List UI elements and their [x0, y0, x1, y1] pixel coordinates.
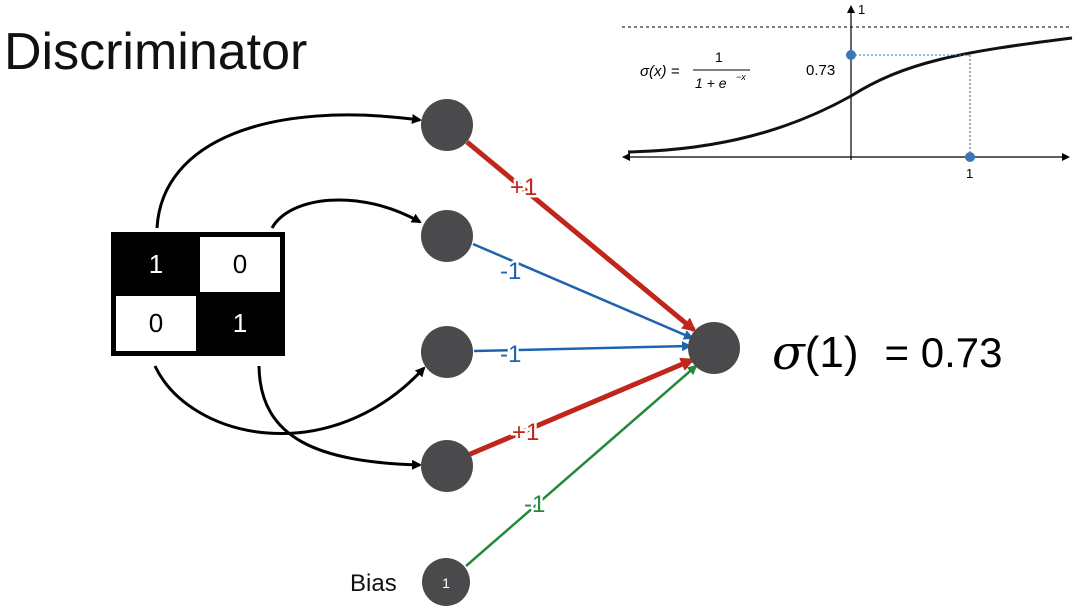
- weight-label-4: +1: [512, 419, 539, 446]
- node-1: [421, 99, 473, 151]
- input-curve-2: [270, 198, 422, 229]
- pixel-cell: 1: [198, 294, 282, 353]
- y-tick-top: 1: [858, 2, 865, 17]
- bias-node-value: 1: [442, 575, 450, 591]
- weight-label-1: +1: [510, 174, 537, 201]
- x-axis-arrow-right: [1062, 153, 1070, 161]
- input-curve-3: [153, 365, 426, 436]
- weight-edge-1: [465, 140, 697, 332]
- output-result: = 0.73: [884, 329, 1003, 376]
- bias-node: [422, 558, 470, 606]
- pixel-cell: 0: [114, 294, 198, 353]
- weight-label-bias: -1: [524, 491, 545, 518]
- formula-lhs: σ(x) =: [640, 63, 680, 80]
- formula-numerator: 1: [715, 49, 723, 65]
- sigmoid-plot: 1 0.73 1 σ(x) = 1 1 + e −x: [622, 2, 1073, 181]
- formula-denominator: 1 + e: [695, 75, 727, 91]
- node-4: [421, 440, 473, 492]
- input-curve-4: [257, 365, 422, 470]
- formula-exponent: −x: [736, 72, 746, 82]
- x-marker-point: [965, 152, 975, 162]
- y-marker-point: [846, 50, 856, 60]
- weight-edge-3: [473, 341, 692, 353]
- input-curve-1: [155, 113, 422, 229]
- bias-label: Bias: [350, 570, 397, 597]
- sigma-symbol: σ: [772, 325, 805, 381]
- weight-edge-4: [467, 357, 695, 458]
- weight-label-3: -1: [500, 341, 521, 368]
- x-marker-label: 1: [966, 166, 973, 181]
- sigmoid-curve: [627, 36, 1073, 154]
- weight-edge-bias: [465, 364, 698, 567]
- y-marker-label: 0.73: [806, 62, 835, 79]
- input-image-grid: 1 0 0 1: [111, 232, 285, 356]
- node-2: [421, 210, 473, 262]
- pixel-cell: 0: [198, 235, 282, 294]
- pixel-cell: 1: [114, 235, 198, 294]
- diagram-title: Discriminator: [4, 23, 308, 81]
- node-3: [421, 326, 473, 378]
- output-node: [688, 322, 740, 374]
- weight-edge-2: [472, 242, 694, 340]
- x-axis-arrow-left: [622, 153, 630, 161]
- y-axis-arrow: [847, 5, 855, 13]
- output-expression: σ (1) = 0.73: [772, 318, 1003, 388]
- weight-label-2: -1: [500, 258, 521, 285]
- sigma-argument: (1): [804, 328, 859, 377]
